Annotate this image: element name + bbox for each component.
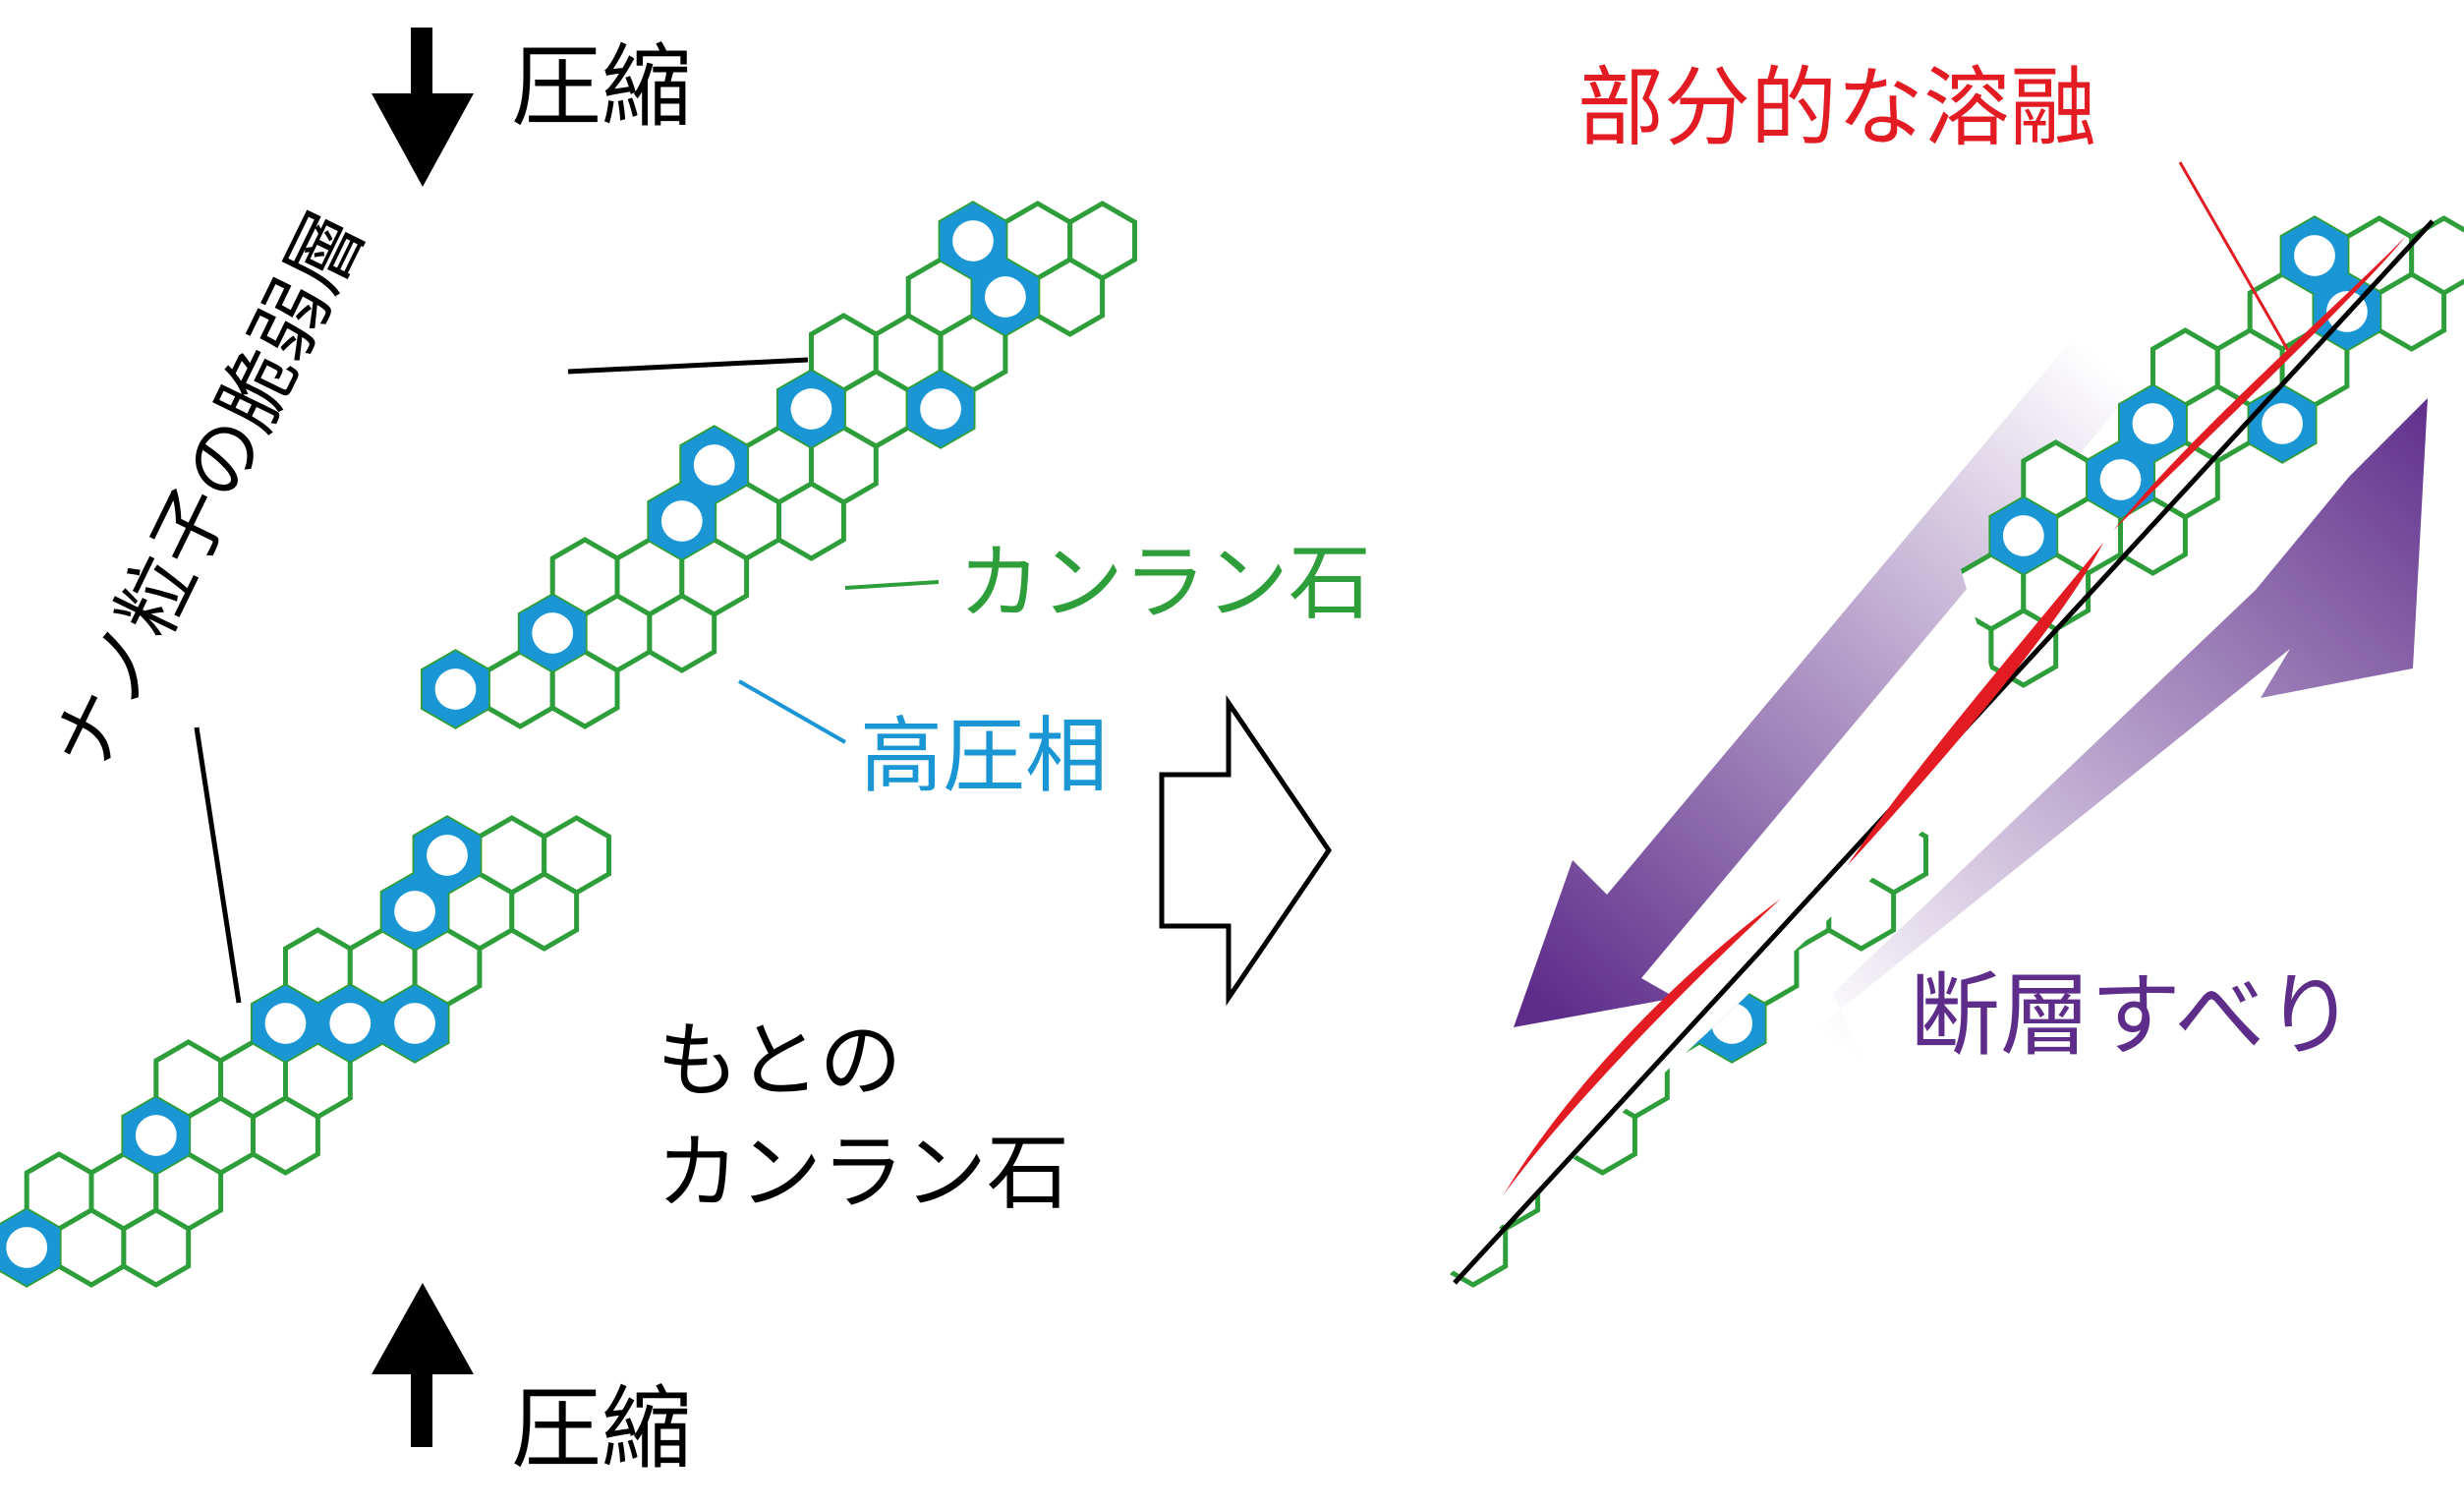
- high-pressure-core: [790, 388, 832, 430]
- leader-high-pressure: [738, 679, 846, 744]
- olivine-lattice-lower: [0, 815, 611, 1288]
- olivine-hexagon: [1438, 1095, 1509, 1176]
- high-pressure-core: [1323, 1227, 1365, 1268]
- olivine-hexagon: [1568, 1095, 1637, 1176]
- slip-arrow-down: [1514, 319, 2143, 1027]
- high-pressure-core: [2002, 515, 2044, 556]
- high-pressure-core: [1711, 1003, 1752, 1044]
- olivine-hexagon: [1373, 1207, 1444, 1288]
- olivine-hexagon: [1341, 1151, 1411, 1232]
- olivine-hexagon: [647, 593, 717, 673]
- high-pressure-hexagon: [1310, 1209, 1377, 1286]
- partial-melting-label: 部分的な溶融: [1577, 57, 2096, 158]
- high-pressure-core: [952, 220, 994, 261]
- high-pressure-core: [394, 891, 435, 932]
- melt-lenses: [1504, 236, 2406, 1194]
- high-pressure-core: [2099, 459, 2142, 500]
- leader-partial-melting: [2178, 161, 2292, 355]
- olivine-hexagon: [509, 871, 580, 952]
- high-pressure-core: [2262, 403, 2303, 444]
- olivine-hexagon: [1035, 257, 1106, 337]
- high-pressure-core: [532, 612, 574, 654]
- olivine-hexagon: [121, 1207, 192, 1288]
- olivine-hexagon: [1826, 871, 1897, 952]
- olivine-hexagon: [776, 481, 846, 561]
- compression-arrow-bottom: [372, 1283, 474, 1447]
- high-pressure-core: [6, 1227, 48, 1268]
- high-pressure-core: [1452, 1115, 1494, 1156]
- olivine-hexagon: [1470, 1151, 1541, 1232]
- process-arrow: [1159, 694, 1333, 1007]
- high-pressure-core: [434, 668, 477, 710]
- high-pressure-core: [693, 444, 735, 486]
- high-pressure-core: [394, 1003, 435, 1044]
- compression-arrow-top: [372, 28, 474, 187]
- leader-weak-layer-lower: [194, 726, 242, 1004]
- original-olivine-label-line2: カンラン石: [657, 1125, 1069, 1221]
- olivine-hexagon: [1405, 1151, 1476, 1232]
- leader-weak-layer-upper: [567, 357, 809, 375]
- high-pressure-phase-label: 高圧相: [860, 708, 1108, 804]
- high-pressure-core: [660, 500, 703, 542]
- olivine-hexagon: [1438, 1207, 1509, 1288]
- leader-olivine: [844, 580, 940, 590]
- olivine-label: カンラン石: [958, 535, 1371, 631]
- high-pressure-core: [985, 276, 1026, 318]
- olivine-hexagon: [1470, 1039, 1541, 1120]
- olivine-hexagon: [1891, 664, 1962, 744]
- olivine-hexagon: [1308, 1207, 1379, 1288]
- olivine-hexagon: [56, 1207, 127, 1288]
- weak-layer-label: ナノ粒子の脆弱層: [35, 199, 382, 785]
- high-pressure-core: [920, 388, 961, 430]
- olivine-hexagon: [1503, 1095, 1573, 1176]
- olivine-hexagon: [1729, 927, 1800, 1008]
- high-pressure-core: [329, 1003, 372, 1044]
- compression-label-top: 圧縮: [511, 34, 692, 140]
- high-pressure-hexagon: [1440, 1097, 1507, 1174]
- fault-slip-label: 断層すべり: [1910, 963, 2356, 1069]
- compression-label-bottom: 圧縮: [511, 1376, 692, 1481]
- high-pressure-core: [135, 1115, 177, 1156]
- olivine-hexagon: [251, 1095, 320, 1176]
- slip-arrow-up: [1818, 398, 2428, 1062]
- high-pressure-core: [2294, 235, 2335, 276]
- high-pressure-core: [264, 1003, 307, 1044]
- high-pressure-core: [2132, 403, 2174, 444]
- high-pressure-core: [427, 835, 468, 876]
- olivine-lattice-upper: [421, 201, 1137, 729]
- olivine-hexagon: [2377, 271, 2447, 352]
- original-olivine-label-line1: もとの: [657, 1013, 901, 1109]
